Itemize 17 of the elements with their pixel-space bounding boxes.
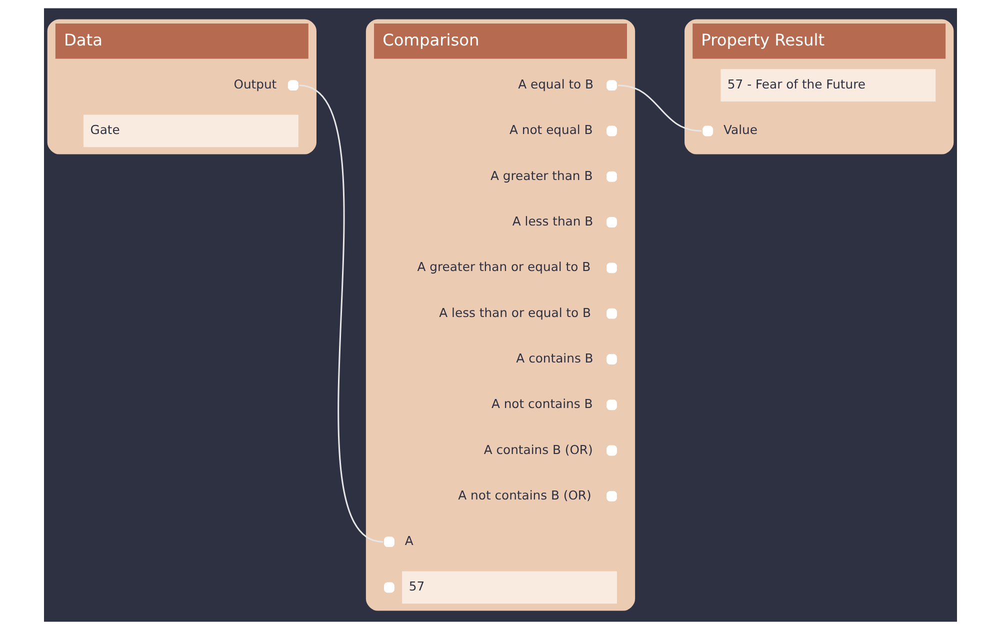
node-label: A less than or equal to B bbox=[438, 306, 591, 320]
node-label: Value bbox=[723, 123, 757, 138]
node-label: A greater than B bbox=[490, 168, 592, 183]
node-box: Gate bbox=[82, 114, 298, 148]
connector bbox=[617, 84, 702, 132]
node-box: 57 - Fear of the Future bbox=[720, 69, 936, 102]
connector bbox=[298, 84, 383, 543]
node-label: A greater than or equal to B bbox=[416, 260, 590, 274]
node-label: A less than B bbox=[512, 214, 593, 229]
node-label: A not contains B (OR) bbox=[458, 488, 591, 502]
node-label: A contains B bbox=[516, 351, 593, 366]
node-label: Output bbox=[233, 78, 276, 92]
node-label: A bbox=[404, 534, 413, 548]
node-label: A equal to B bbox=[518, 78, 594, 92]
node-label: A contains B (OR) bbox=[483, 442, 592, 457]
node-label: A not equal B bbox=[509, 123, 592, 138]
node-label: A not contains B bbox=[490, 397, 592, 412]
